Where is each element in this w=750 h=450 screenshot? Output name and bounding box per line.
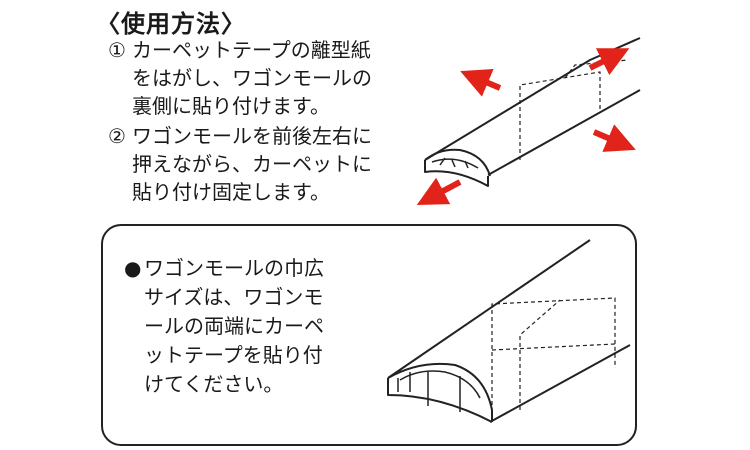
- press-arrows: [416, 48, 636, 206]
- note-line-2: サイズは、ワゴンモ: [144, 285, 324, 309]
- note-box: [101, 224, 637, 446]
- note-text-1: ワゴンモールの巾広: [144, 256, 324, 280]
- wagon-mall-illustration-bottom: [387, 239, 631, 423]
- bullet-icon: ●: [124, 256, 142, 280]
- instructions-heading: 〈使用方法〉: [96, 10, 246, 38]
- arrow-icon: [460, 69, 502, 97]
- step-1-line-3: 裏側に貼り付けます。: [132, 94, 330, 118]
- arrow-icon: [416, 177, 462, 206]
- arrow-icon: [588, 48, 630, 76]
- step-2-line-2: 押えながら、カーペットに: [132, 152, 372, 176]
- wagon-mall-illustration-top: [424, 37, 641, 187]
- note-line-3: ールの両端にカーペ: [144, 314, 324, 338]
- note-line-5: けてください。: [144, 372, 284, 396]
- note-text: ●ワゴンモールの巾広 サイズは、ワゴンモ ールの両端にカーペ ットテープを貼り付…: [124, 254, 324, 399]
- arrow-icon: [592, 124, 636, 152]
- step-1-number: ①: [108, 38, 126, 62]
- step-1-line-2: をはがし、ワゴンモールの: [132, 66, 372, 90]
- note-line-4: ットテープを貼り付: [144, 343, 323, 367]
- note-line-1: ●ワゴンモールの巾広: [124, 254, 324, 283]
- step-2-line-3: 貼り付け固定します。: [132, 180, 330, 204]
- step-1-text-1: カーペットテープの離型紙: [132, 38, 371, 62]
- step-2-number: ②: [108, 124, 126, 148]
- step-2-text-1: ワゴンモールを前後左右に: [132, 124, 372, 148]
